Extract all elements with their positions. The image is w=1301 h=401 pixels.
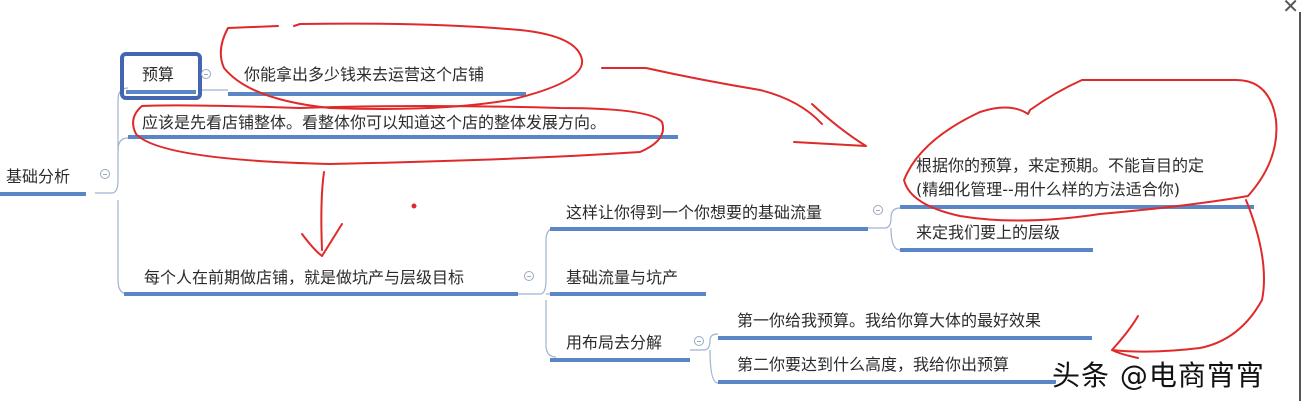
node-layout-breakdown-label: 用布局去分解 <box>566 333 663 352</box>
branch-node-goal[interactable]: 每个人在前期做店铺，就是做坑产与层级目标 <box>144 267 464 289</box>
root-collapse-toggle[interactable] <box>100 169 110 179</box>
branch-node-goal-label: 每个人在前期做店铺，就是做坑产与层级目标 <box>144 268 465 287</box>
branch-node-budget-underline <box>126 90 196 94</box>
node-second-height-label: 第二你要达到什么高度，我给你出预算 <box>737 355 1010 374</box>
node-tier[interactable]: 来定我们要上的层级 <box>916 222 1060 244</box>
root-node-label: 基础分析 <box>6 167 71 186</box>
node-second-height[interactable]: 第二你要达到什么高度，我给你出预算 <box>737 354 1009 376</box>
budget-collapse-toggle[interactable] <box>201 69 211 79</box>
node-budget-amount-underline <box>228 92 526 96</box>
layout-collapse-toggle[interactable] <box>694 336 704 346</box>
node-expectation-line1: 根据你的预算，来定预期。不能盲目的定 <box>916 156 1205 175</box>
annotation-circle-expectation <box>903 79 1278 222</box>
annotation-arrow-down <box>320 171 325 251</box>
root-node-underline <box>0 192 87 196</box>
node-first-budget-underline <box>718 336 1092 340</box>
branch-node-budget[interactable]: 预算 <box>142 64 174 86</box>
node-expectation[interactable]: 根据你的预算，来定预期。不能盲目的定 (精细化管理--用什么样的方法适合你) <box>916 154 1204 202</box>
branch-node-overview-label: 应该是先看店铺整体。看整体你可以知道这个店的整体发展方向。 <box>142 113 607 132</box>
node-layout-breakdown[interactable]: 用布局去分解 <box>566 332 662 354</box>
annotation-arrow-return <box>1111 199 1265 353</box>
node-traffic-output-label: 基础流量与坑产 <box>566 268 679 287</box>
annotation-circle-budget <box>219 22 584 110</box>
branch-node-budget-label: 预算 <box>142 65 175 84</box>
node-base-traffic-label: 这样让你得到一个你想要的基础流量 <box>566 203 823 222</box>
node-base-traffic-underline <box>550 227 868 231</box>
selected-node-frame <box>120 52 202 100</box>
node-layout-breakdown-underline <box>550 358 690 362</box>
node-first-budget-label: 第一你给我预算。我给你算大体的最好效果 <box>737 311 1042 330</box>
node-budget-amount-label: 你能拿出多少钱来去运营这个店铺 <box>244 65 485 84</box>
branch-node-overview-underline <box>128 135 678 139</box>
close-icon[interactable]: ✕ <box>1282 0 1299 18</box>
window-right-border <box>1299 12 1301 401</box>
watermark-text: 头条 @电商宵宵 <box>1052 359 1265 392</box>
branch-node-overview[interactable]: 应该是先看店铺整体。看整体你可以知道这个店的整体发展方向。 <box>142 112 606 134</box>
node-base-traffic[interactable]: 这样让你得到一个你想要的基础流量 <box>566 202 822 224</box>
annotation-arrow-right <box>601 67 823 125</box>
node-expectation-line2: (精细化管理--用什么样的方法适合你) <box>916 180 1181 199</box>
node-traffic-output[interactable]: 基础流量与坑产 <box>566 267 678 289</box>
node-expectation-underline <box>900 205 1254 209</box>
root-node[interactable]: 基础分析 <box>0 166 87 196</box>
node-first-budget[interactable]: 第一你给我预算。我给你算大体的最好效果 <box>737 310 1041 332</box>
goal-collapse-toggle[interactable] <box>524 271 534 281</box>
annotation-circle-overview <box>132 104 664 165</box>
node-second-height-underline <box>718 380 1056 384</box>
base-traffic-collapse-toggle[interactable] <box>873 205 883 215</box>
node-tier-underline <box>900 248 1093 252</box>
node-traffic-output-underline <box>550 292 706 296</box>
node-budget-amount[interactable]: 你能拿出多少钱来去运营这个店铺 <box>244 64 484 86</box>
branch-node-goal-underline <box>124 292 518 296</box>
node-tier-label: 来定我们要上的层级 <box>916 223 1061 242</box>
